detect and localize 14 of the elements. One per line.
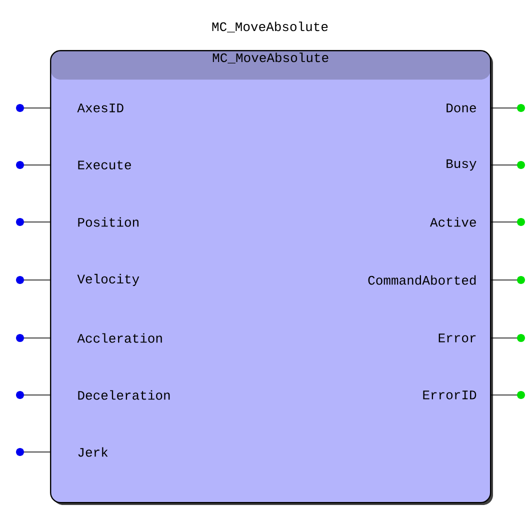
pin-label: Busy	[446, 159, 476, 171]
pin-label: AxesID	[77, 104, 124, 112]
pin-label: Active	[430, 217, 476, 227]
pin-label: CommandAborted	[368, 275, 476, 285]
pin-label: ErrorID	[423, 390, 476, 400]
pin-label: Position	[78, 217, 138, 227]
pin-label: Execute	[78, 160, 131, 170]
pin-label: Error	[438, 334, 476, 342]
pin-label: Velocity	[77, 274, 140, 286]
pin-label: Accleration	[77, 333, 162, 343]
block-title: MC_MoveAbsolute	[212, 22, 328, 32]
pin-label: Jerk	[78, 447, 108, 457]
pin-label: Deceleration	[78, 390, 170, 400]
pin-label: Done	[446, 104, 476, 112]
